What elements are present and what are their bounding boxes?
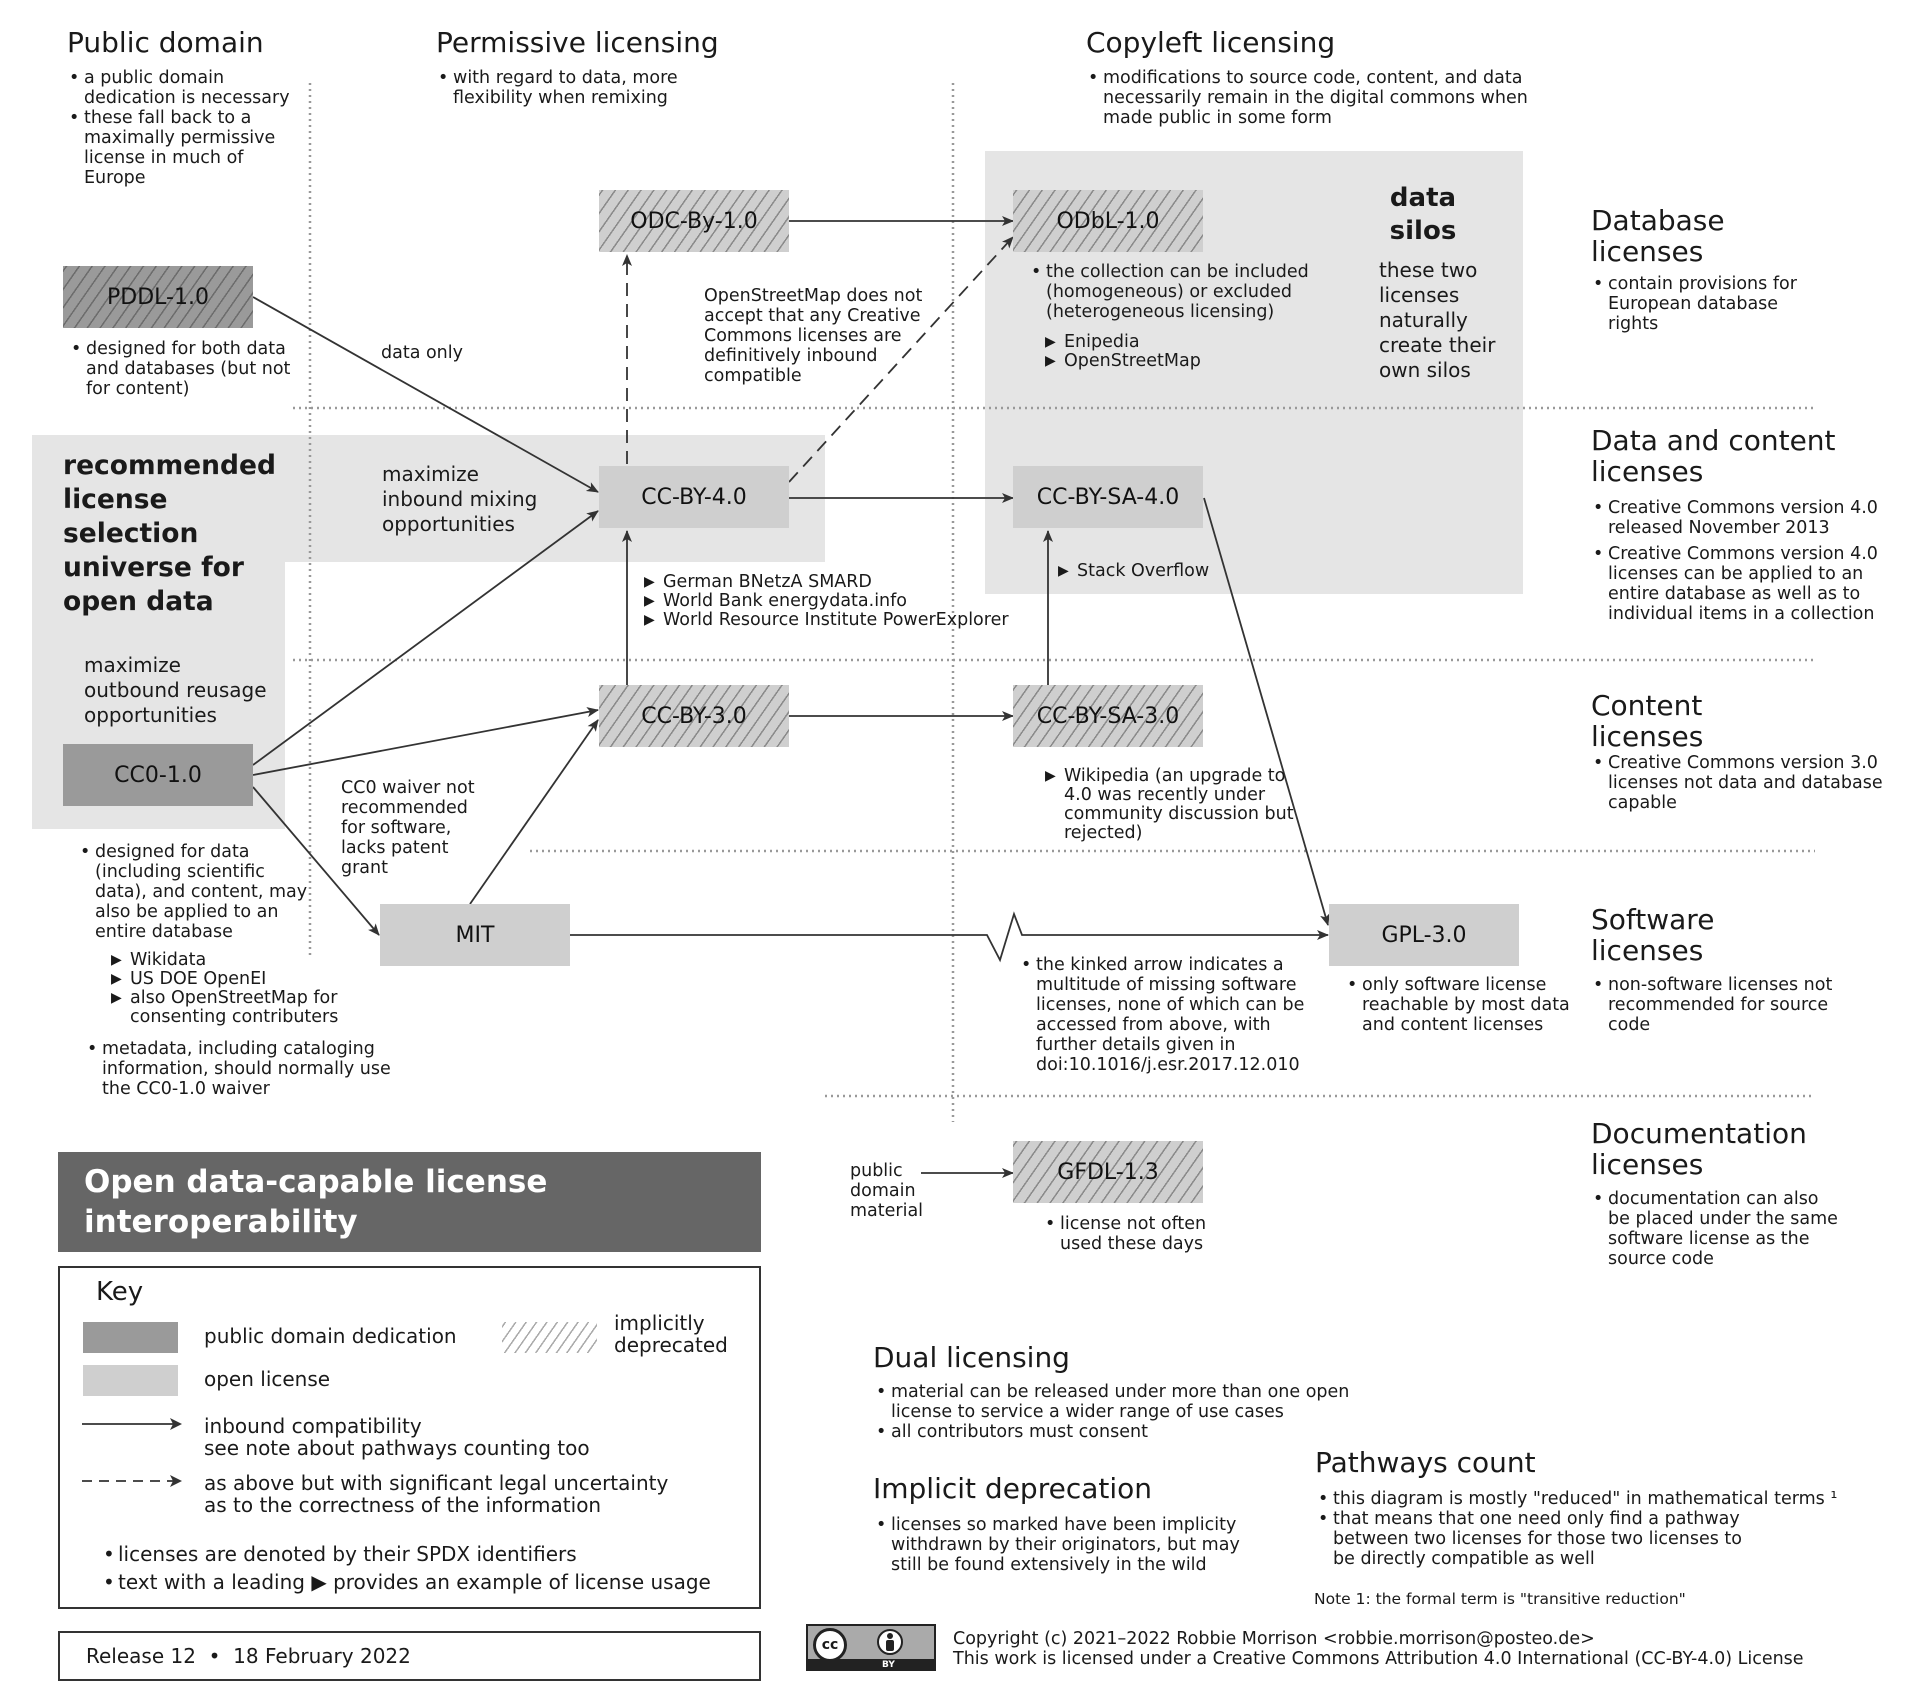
title-box: Open data-capable license interoperabili… (58, 1152, 761, 1252)
data-silos-text: these two licenses naturally create thei… (1379, 258, 1496, 382)
row-notes-data-content: Creative Commons version 4.0 released No… (1591, 498, 1908, 624)
label-data-only: data only (381, 343, 463, 363)
note-gfdl: license not often used these days (1043, 1214, 1250, 1254)
data-silos-title: data silos (1389, 183, 1457, 246)
key-box: Key public domain dedication open licens… (58, 1266, 761, 1609)
row-title-documentation: Documentation licenses (1591, 1117, 1807, 1181)
key-title: Key (96, 1277, 144, 1307)
note-metadata: metadata, including cataloging informati… (85, 1039, 392, 1099)
key-label-inbound: inbound compatibility see note about pat… (204, 1414, 590, 1460)
column-notes-copyleft: modifications to source code, content, a… (1086, 68, 1533, 128)
row-title-content: Content licenses (1591, 689, 1704, 753)
license-line: This work is licensed under a Creative C… (953, 1649, 1804, 1669)
maximize-outbound-label: maximize outbound reusage opportunities (84, 653, 267, 727)
examples-odbl: Enipedia OpenStreetMap (1045, 333, 1264, 372)
license-box-cc-by-3: CC-BY-3.0 (599, 685, 789, 747)
license-box-cc0: CC0-1.0 (63, 744, 253, 806)
recommended-title: recommended license selection universe f… (63, 450, 276, 617)
license-box-cc-by-sa-3: CC-BY-SA-3.0 (1013, 685, 1203, 747)
release-label: Release 12 • 18 February 2022 (86, 1644, 411, 1668)
row-title-database: Database licenses (1591, 204, 1725, 268)
dual-licensing-notes: material can be released under more than… (874, 1382, 1371, 1442)
key-label-public-domain: public domain dedication (204, 1324, 457, 1348)
cc-by-badge: cc BY (806, 1624, 936, 1671)
key-label-uncertain: as above but with significant legal unce… (204, 1471, 669, 1517)
license-box-cc-by-sa-4: CC-BY-SA-4.0 (1013, 466, 1203, 528)
column-notes-permissive: with regard to data, more flexibility wh… (436, 68, 723, 108)
key-label-deprecated: implicitly deprecated (614, 1311, 728, 1357)
copyright-line: Copyright (c) 2021–2022 Robbie Morrison … (953, 1629, 1595, 1649)
cc-badge-by-label: BY (882, 1660, 895, 1670)
cc-badge-strip (808, 1659, 934, 1669)
key-notes: licenses are denoted by their SPDX ident… (101, 1540, 758, 1596)
attribution-person-icon (877, 1629, 903, 1655)
license-box-odc-by: ODC-By-1.0 (599, 190, 789, 252)
note-kinked-arrow: the kinked arrow indicates a multitude o… (1019, 955, 1336, 1075)
row-title-software: Software licenses (1591, 903, 1715, 967)
key-label-open-license: open license (204, 1367, 331, 1391)
maximize-inbound-label: maximize inbound mixing opportunities (382, 462, 538, 536)
row-notes-database: contain provisions for European database… (1591, 274, 1823, 334)
license-box-pddl: PDDL-1.0 (63, 266, 253, 328)
column-title-copyleft: Copyleft licensing (1086, 26, 1336, 59)
row-title-data-content: Data and content licenses (1591, 424, 1836, 488)
key-arrow-dashed (82, 1475, 182, 1487)
examples-cc-by-sa-4: Stack Overflow (1058, 562, 1257, 582)
label-public-domain-material: public domain material (850, 1161, 924, 1221)
implicit-deprecation-title: Implicit deprecation (873, 1472, 1153, 1505)
column-title-public-domain: Public domain (67, 26, 264, 59)
examples-cc0: Wikidata US DOE OpenEI also OpenStreetMa… (111, 951, 365, 1027)
key-arrow-solid (82, 1418, 182, 1430)
note-pddl: designed for both data and databases (bu… (69, 339, 316, 399)
release-box: Release 12 • 18 February 2022 (58, 1631, 761, 1681)
key-swatch-deprecated (502, 1322, 597, 1353)
key-swatch-open-license (83, 1365, 178, 1396)
license-box-gpl: GPL-3.0 (1329, 904, 1519, 966)
examples-cc-by-4: German BNetzA SMARD World Bank energydat… (644, 573, 1023, 631)
implicit-deprecation-notes: licenses so marked have been implicity w… (874, 1515, 1271, 1575)
license-box-cc-by-4: CC-BY-4.0 (599, 466, 789, 528)
diagram-title: Open data-capable license interoperabili… (84, 1164, 548, 1240)
note-gpl: only software license reachable by most … (1345, 975, 1602, 1035)
row-notes-documentation: documentation can also be placed under t… (1591, 1189, 1838, 1269)
note-osm: OpenStreetMap does not accept that any C… (704, 286, 923, 386)
note-cc0-software: CC0 waiver not recommended for software,… (341, 778, 475, 878)
row-notes-software: non-software licenses not recommended fo… (1591, 975, 1848, 1035)
cc-logo-icon: cc (813, 1628, 847, 1662)
examples-cc-by-sa-3: Wikipedia (an upgrade to 4.0 was recentl… (1045, 767, 1299, 843)
note-cc0: designed for data (including scientific … (78, 842, 310, 942)
column-title-permissive: Permissive licensing (436, 26, 719, 59)
license-box-gfdl: GFDL-1.3 (1013, 1141, 1203, 1203)
pathways-notes: this diagram is mostly "reduced" in math… (1316, 1489, 1893, 1569)
key-swatch-public-domain (83, 1322, 178, 1353)
row-notes-content: Creative Commons version 3.0 licenses no… (1591, 753, 1908, 813)
pathways-footnote: Note 1: the formal term is "transitive r… (1314, 1590, 1686, 1608)
license-box-mit: MIT (380, 904, 570, 966)
note-odbl: the collection can be included (homogene… (1029, 262, 1336, 322)
license-box-odbl: ODbL-1.0 (1013, 190, 1203, 252)
column-notes-public-domain: a public domain dedication is necessary … (67, 68, 294, 188)
dual-licensing-title: Dual licensing (873, 1341, 1070, 1374)
pathways-title: Pathways count (1315, 1446, 1536, 1479)
